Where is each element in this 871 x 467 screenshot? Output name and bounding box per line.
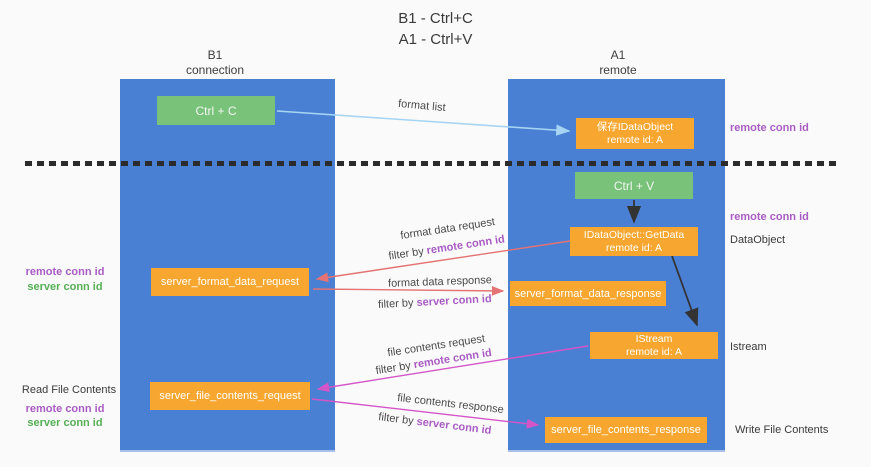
column-header-a1: A1 remote: [558, 48, 678, 78]
node-format-request-label: server_format_data_request: [160, 276, 300, 288]
node-server-format-data-request: server_format_data_request: [151, 268, 309, 296]
right-istream-label: Istream: [730, 341, 767, 353]
format-data-response-arrow: [312, 285, 505, 296]
node-format-response-label: server_format_data_response: [514, 287, 662, 300]
filter-by-text: filter by: [377, 296, 417, 311]
node-ctrl-v: Ctrl + V: [575, 172, 693, 199]
title-line-1: B1 - Ctrl+C: [398, 10, 473, 27]
right-remote-conn-id-top: remote conn id: [730, 122, 809, 134]
format-data-request-arrow: [315, 240, 571, 283]
column-a1-role: remote: [599, 63, 637, 77]
left-remote-conn-id-1: remote conn id: [25, 266, 105, 278]
node-istream-line1: IStream: [635, 332, 673, 345]
getdata-to-istream-arrow: [671, 255, 699, 327]
file-contents-response-arrow: [311, 398, 540, 429]
format-list-arrow: [276, 110, 571, 136]
node-ctrl-v-label: Ctrl + V: [613, 178, 655, 193]
column-a1-name: A1: [610, 48, 626, 62]
node-file-request-label: server_file_contents_request: [159, 390, 301, 402]
node-ctrl-c: Ctrl + C: [157, 96, 275, 125]
diagram-title: B1 - Ctrl+C A1 - Ctrl+V: [0, 8, 871, 50]
right-dataobject-label: DataObject: [730, 234, 786, 246]
node-save-line2: remote id: A: [606, 133, 664, 146]
node-istream-line2: remote id: A: [625, 345, 683, 358]
node-getdata-line1: IDataObject::GetData: [583, 228, 685, 241]
left-read-file-contents-label: Read File Contents: [21, 384, 117, 396]
right-remote-conn-id-mid: remote conn id: [730, 211, 809, 223]
node-file-response-label: server_file_contents_response: [551, 424, 701, 436]
left-remote-conn-id-2: remote conn id: [25, 403, 105, 415]
column-b1-role: connection: [185, 63, 245, 77]
right-write-file-contents-label: Write File Contents: [735, 424, 829, 436]
dashed-divider: [25, 161, 838, 166]
column-b1-name: B1: [207, 48, 223, 62]
node-server-file-contents-response: server_file_contents_response: [545, 417, 707, 443]
title-line-2: A1 - Ctrl+V: [398, 31, 473, 48]
node-save-line1: 保存IDataObject: [596, 120, 674, 133]
node-server-format-data-response: server_format_data_response: [510, 281, 666, 306]
node-save-idataobject: 保存IDataObject remote id: A: [576, 118, 694, 149]
file-contents-request-arrow: [316, 345, 589, 393]
left-server-conn-id-2: server conn id: [27, 417, 103, 429]
left-server-conn-id-1: server conn id: [27, 281, 103, 293]
node-ctrl-c-label: Ctrl + C: [195, 103, 237, 118]
node-server-file-contents-request: server_file_contents_request: [150, 382, 310, 410]
column-header-b1: B1 connection: [155, 48, 275, 78]
node-istream: IStream remote id: A: [590, 332, 718, 359]
node-getdata-line2: remote id: A: [605, 241, 663, 254]
node-idataobject-getdata: IDataObject::GetData remote id: A: [570, 227, 698, 256]
